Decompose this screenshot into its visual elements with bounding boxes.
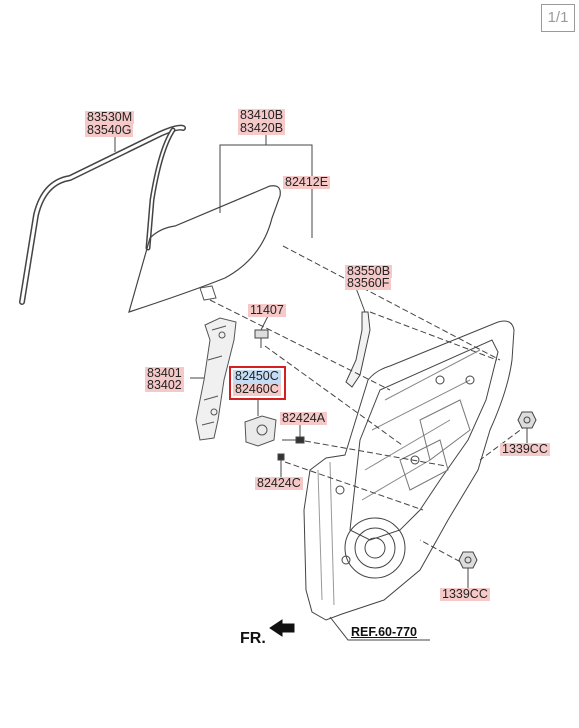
page-indicator: 1/1 <box>541 4 575 32</box>
bolt-drawing <box>254 329 269 348</box>
part-label-motor-b[interactable]: 82460C <box>233 382 281 396</box>
part-label-weatherstrip-a[interactable]: 83530M <box>85 110 135 124</box>
reference-link[interactable]: REF.60-770 <box>351 625 418 639</box>
channel-drawing <box>345 311 371 388</box>
part-label-nut-upper[interactable]: 1339CC <box>500 442 550 456</box>
selected-part-highlight <box>229 366 286 400</box>
part-label-nut-lower[interactable]: 1339CC <box>440 587 490 601</box>
part-label-regulator-a[interactable]: 83401 <box>145 366 184 380</box>
screw-c-drawing <box>277 453 285 470</box>
regulator-drawing <box>195 317 237 441</box>
nut-upper-drawing <box>517 411 537 429</box>
weatherstrip-drawing <box>19 124 186 305</box>
part-label-glass-assy-a[interactable]: 83410B <box>238 108 286 122</box>
part-label-motor-a[interactable]: 82450C <box>233 369 281 383</box>
motor-drawing <box>244 415 277 447</box>
part-label-bolt[interactable]: 11407 <box>248 303 286 317</box>
front-direction-label: FR. <box>240 630 266 647</box>
part-label-channel-a[interactable]: 83550B <box>345 264 393 278</box>
part-label-glass-assy-b[interactable]: 83420B <box>238 121 286 135</box>
part-label-screw-c[interactable]: 82424C <box>255 476 303 490</box>
glass-drawing <box>128 185 281 313</box>
part-label-regulator-b[interactable]: 83402 <box>145 378 184 392</box>
part-label-glass[interactable]: 82412E <box>283 175 331 189</box>
front-arrow-icon <box>269 619 295 637</box>
part-label-screw-a[interactable]: 82424A <box>280 411 328 425</box>
screw-a-drawing <box>282 436 305 444</box>
nut-lower-drawing <box>458 551 478 569</box>
part-label-weatherstrip-b[interactable]: 83540G <box>85 123 134 137</box>
door-panel-drawing <box>303 320 515 621</box>
part-label-channel-b[interactable]: 83560F <box>345 276 392 290</box>
